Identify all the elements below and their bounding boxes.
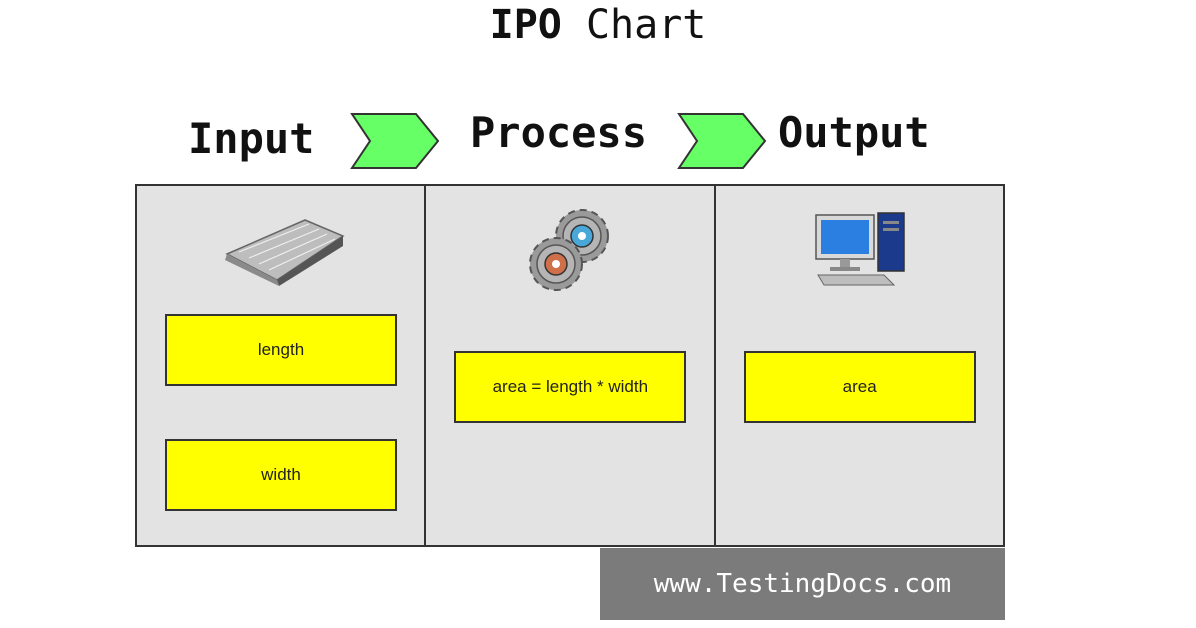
input-item-width: width: [165, 439, 397, 511]
computer-icon: [814, 212, 905, 286]
input-column: length width: [137, 186, 424, 545]
process-item-formula: area = length * width: [454, 351, 687, 423]
title-ipo: IPO: [489, 2, 562, 48]
phase-label-input: Input: [188, 114, 315, 163]
ipo-grid: length width area = length * width: [135, 184, 1005, 547]
diagram-title: IPO Chart: [0, 2, 1196, 48]
phase-label-output: Output: [778, 108, 930, 157]
phase-label-process: Process: [470, 108, 648, 157]
process-column: area = length * width: [424, 186, 713, 545]
keyboard-icon: [225, 219, 345, 286]
chevron-arrow-icon: [677, 113, 767, 169]
watermark-url: www.TestingDocs.com: [600, 548, 1005, 620]
chevron-arrow-icon: [350, 113, 440, 169]
input-item-length: length: [165, 314, 397, 386]
output-item-area: area: [743, 351, 976, 423]
gears-icon: [529, 209, 610, 291]
output-column: area: [713, 186, 1003, 545]
title-chart: Chart: [585, 2, 707, 48]
